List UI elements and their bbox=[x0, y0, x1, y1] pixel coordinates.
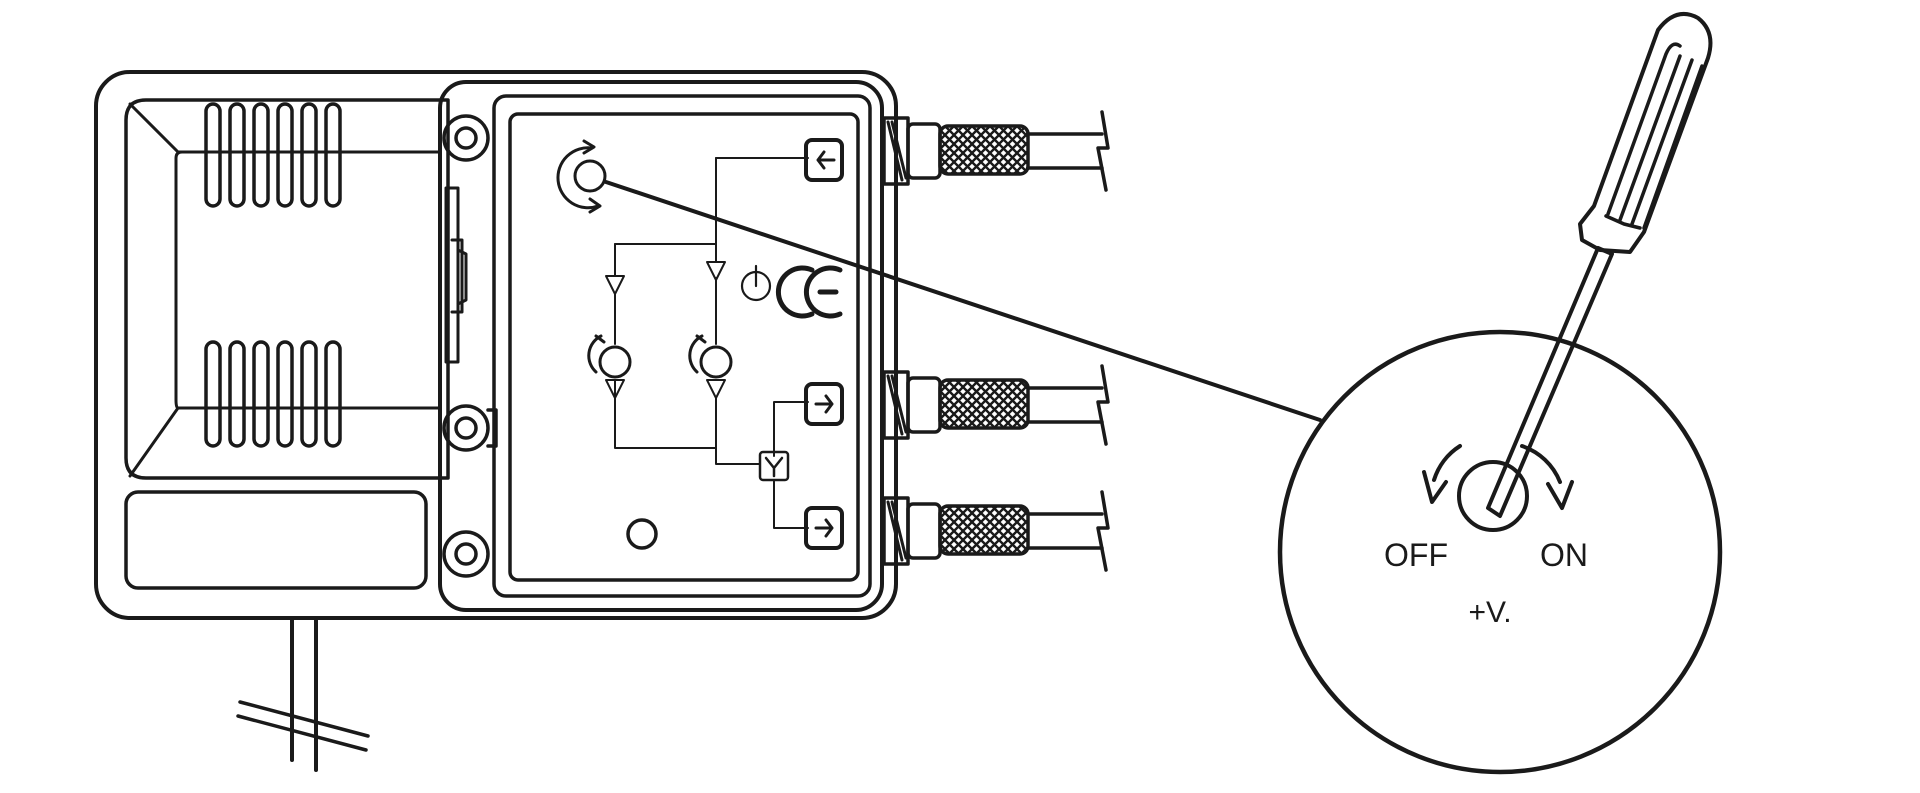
mains-cable bbox=[236, 616, 370, 772]
housing-outline bbox=[94, 70, 898, 620]
splitter-icon bbox=[758, 450, 790, 482]
screw-middle bbox=[442, 404, 498, 452]
bevel-top-left bbox=[128, 102, 180, 154]
transformer-inner-panel bbox=[174, 150, 442, 410]
voltage-label: +V. bbox=[1468, 596, 1511, 629]
signal-arrows bbox=[605, 261, 726, 399]
zoom-detail: OFF ON +V. bbox=[1277, 12, 1723, 775]
coax-cable-top bbox=[882, 110, 1110, 192]
amplifier-stage-left bbox=[587, 334, 632, 379]
power-indicator-icon bbox=[740, 264, 772, 302]
label-plate bbox=[124, 490, 428, 590]
zoom-circle bbox=[1277, 329, 1723, 775]
screw-top bbox=[442, 114, 490, 162]
amplifier-module bbox=[438, 80, 884, 612]
port-output-2 bbox=[804, 506, 844, 550]
screw-bottom bbox=[442, 530, 490, 578]
coax-cable-bottom bbox=[882, 490, 1110, 572]
screwdriver-icon bbox=[1486, 12, 1713, 518]
amplifier-stage-right bbox=[688, 334, 733, 379]
switch-label-off: OFF bbox=[1384, 537, 1448, 573]
port-input bbox=[804, 138, 844, 182]
circuit-wires bbox=[614, 157, 809, 529]
circuit-schematic bbox=[556, 139, 843, 550]
ventilation-slots-top bbox=[204, 102, 342, 208]
module-mid-frame bbox=[492, 94, 872, 598]
led-indicator bbox=[626, 518, 658, 550]
adjustment-knob bbox=[1422, 444, 1574, 532]
switch-label-on: ON bbox=[1540, 537, 1588, 573]
module-outer-frame bbox=[438, 80, 884, 612]
port-output-1 bbox=[804, 382, 844, 426]
callout-line bbox=[604, 180, 1322, 422]
amplifier-housing bbox=[94, 70, 898, 620]
ce-mark bbox=[775, 265, 843, 319]
transformer-frame bbox=[124, 98, 450, 480]
coax-cable-middle bbox=[882, 364, 1110, 446]
side-latch bbox=[444, 186, 468, 364]
power-supply-section bbox=[124, 98, 468, 590]
module-panel bbox=[508, 112, 860, 582]
bevel-bottom-left bbox=[128, 406, 180, 478]
trimmer-icon bbox=[556, 139, 607, 214]
ventilation-slots-bottom bbox=[204, 340, 342, 448]
